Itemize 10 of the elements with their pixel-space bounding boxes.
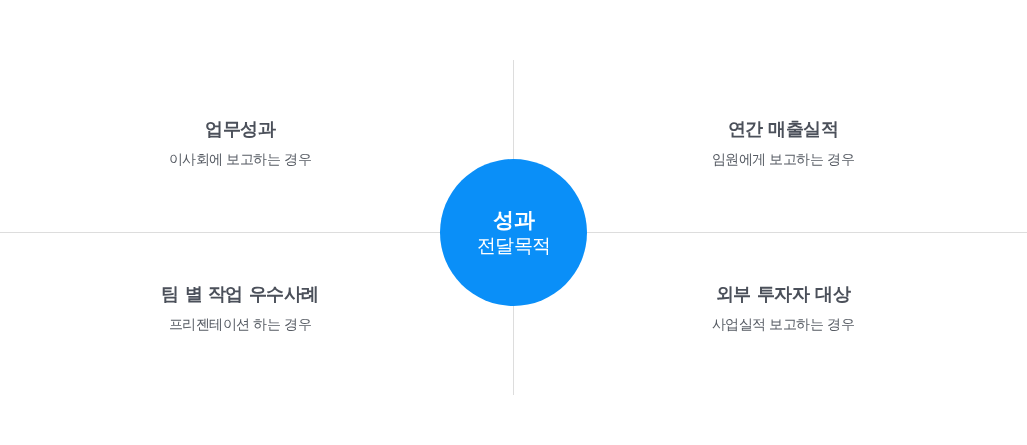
quadrant-heading: 외부 투자자 대상: [716, 283, 850, 305]
circle-heading: 성과: [493, 207, 534, 234]
quadrant-description: 사업실적 보고하는 경우: [711, 316, 855, 333]
quadrant-heading: 팀 별 작업 우수사례: [161, 283, 319, 305]
quadrant-description: 임원에게 보고하는 경우: [711, 151, 855, 168]
quadrant-description: 이사회에 보고하는 경우: [168, 151, 312, 168]
circle-subheading: 전달목적: [476, 233, 551, 258]
quadrant-heading: 연간 매출실적: [727, 118, 839, 140]
quadrant-description: 프리젠테이션 하는 경우: [168, 316, 312, 333]
quadrant-heading: 업무성과: [205, 118, 275, 140]
